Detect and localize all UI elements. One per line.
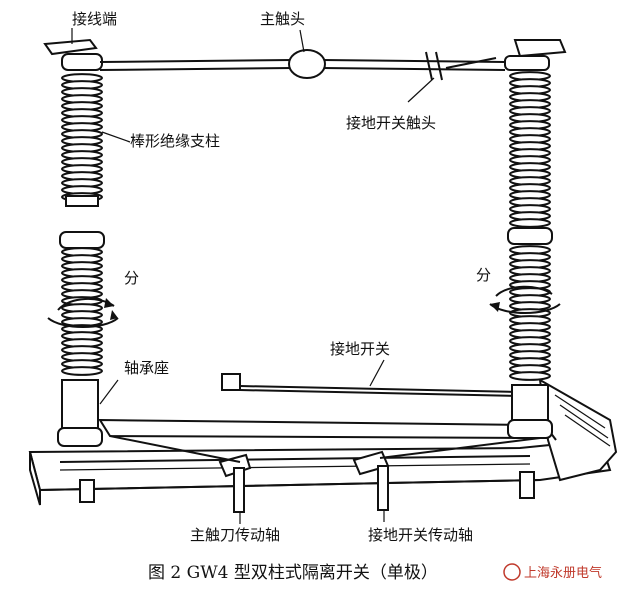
label-main-contact: 主触头 bbox=[260, 10, 305, 28]
leader-lines bbox=[71, 28, 435, 524]
label-ground-contact: 接地开关触头 bbox=[346, 114, 436, 132]
insulator-shed bbox=[509, 218, 551, 228]
main-contact-body bbox=[288, 49, 326, 79]
label-insulator-post: 棒形绝缘支柱 bbox=[130, 132, 220, 150]
label-open-right: 分 bbox=[476, 266, 491, 284]
insulator-shed bbox=[61, 366, 103, 376]
rotation-arrow-left-icon bbox=[47, 297, 119, 328]
watermark-text: 上海永册电气 bbox=[524, 565, 602, 581]
main-conductor bbox=[43, 38, 567, 81]
left-insulator-post bbox=[57, 73, 105, 447]
insulator-shed bbox=[509, 371, 551, 381]
label-ground-switch: 接地开关 bbox=[330, 340, 390, 358]
watermark: 上海永册电气 bbox=[503, 563, 602, 581]
rotation-arrow-right-icon bbox=[489, 285, 561, 314]
ground-switch-drive-shaft bbox=[352, 450, 390, 511]
label-open-left: 分 bbox=[124, 269, 139, 287]
label-bearing-seat: 轴承座 bbox=[124, 359, 169, 377]
label-main-blade-shaft: 主触刀传动轴 bbox=[190, 526, 280, 544]
right-insulator-post bbox=[507, 71, 553, 439]
base-frame bbox=[28, 378, 618, 506]
wechat-icon bbox=[503, 563, 521, 581]
label-terminal: 接线端 bbox=[72, 10, 117, 28]
figure-caption: 图 2 GW4 型双柱式隔离开关（单极） bbox=[148, 563, 438, 583]
label-ground-switch-shaft: 接地开关传动轴 bbox=[368, 526, 473, 544]
